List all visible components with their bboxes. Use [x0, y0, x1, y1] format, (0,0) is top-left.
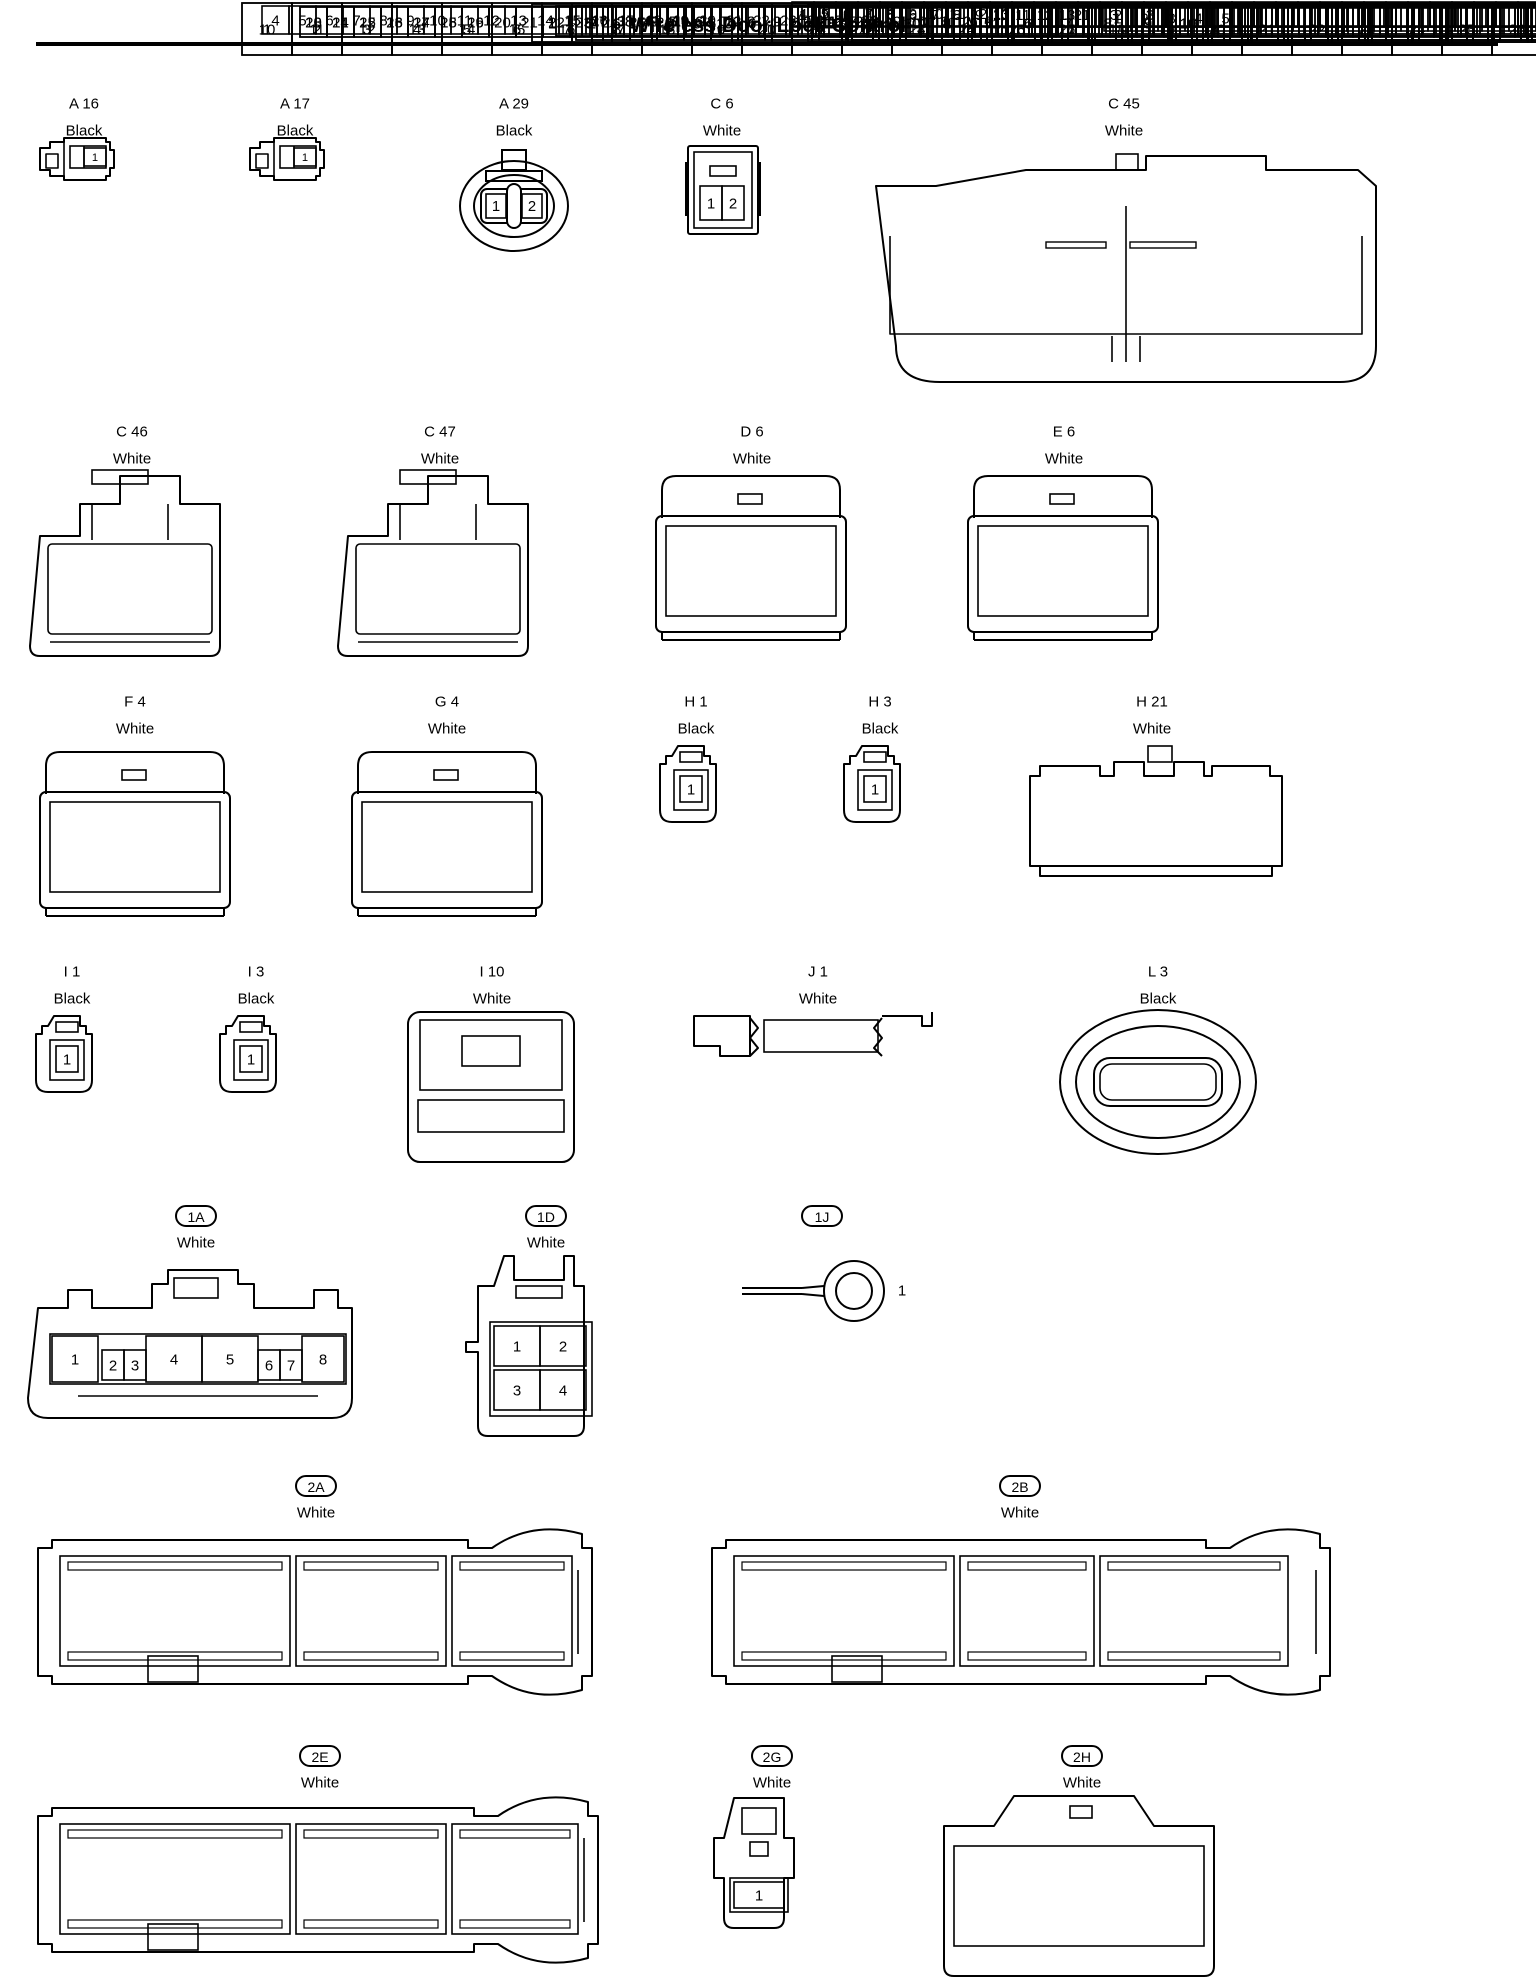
pin-cell [1326, 7, 1353, 37]
pin-cell [1326, 7, 1353, 37]
connector-color: Black [277, 123, 314, 140]
connector-a17: A 17 Black 1 [250, 96, 324, 181]
connector-color: White [703, 123, 741, 140]
connector-id: A 16 [69, 96, 99, 113]
connector-color: Black [66, 123, 103, 140]
pin-number: 1 [92, 152, 98, 164]
connector-a16: A 16 Black 1 [40, 96, 114, 181]
connector-id: C 45 [1108, 96, 1140, 113]
connector-id: A 29 [499, 96, 529, 113]
pin-number: 26 [467, 15, 484, 32]
pin-number: 24 [413, 15, 430, 32]
pin-number: 1 [707, 196, 715, 213]
pin-number: 21 [332, 15, 349, 32]
pin-number: 2 [528, 199, 536, 215]
pin-number: 25 [440, 15, 457, 32]
pin-cell: 2 [522, 194, 542, 218]
pin-cell: 10 [242, 3, 292, 55]
connector-id: A 17 [280, 96, 310, 113]
connector-a29: A 29 Black 1 2 [460, 96, 568, 252]
connector-id: C 6 [710, 96, 733, 113]
pin-number: 20 [494, 15, 511, 32]
pin-number: 2 [729, 196, 737, 213]
pin-cell: 1 [84, 148, 106, 166]
pin-number: 23 [386, 15, 403, 32]
pin-cell: 1 [294, 148, 316, 166]
pin-number: 21 [521, 15, 538, 32]
pin-cell: 1 [486, 194, 506, 218]
pin-number: 1 [492, 199, 500, 215]
connector-color: White [1105, 123, 1143, 140]
pin-number: 10 [259, 22, 276, 39]
pin-cell: 2 [722, 186, 744, 220]
pin-number: 1 [302, 152, 308, 164]
connector-color: Black [496, 123, 533, 140]
pin-number: 20 [305, 15, 322, 32]
pin-number: 22 [359, 15, 376, 32]
pin-cell: 1 [700, 186, 722, 220]
pin-cell: 26 [1492, 3, 1536, 55]
